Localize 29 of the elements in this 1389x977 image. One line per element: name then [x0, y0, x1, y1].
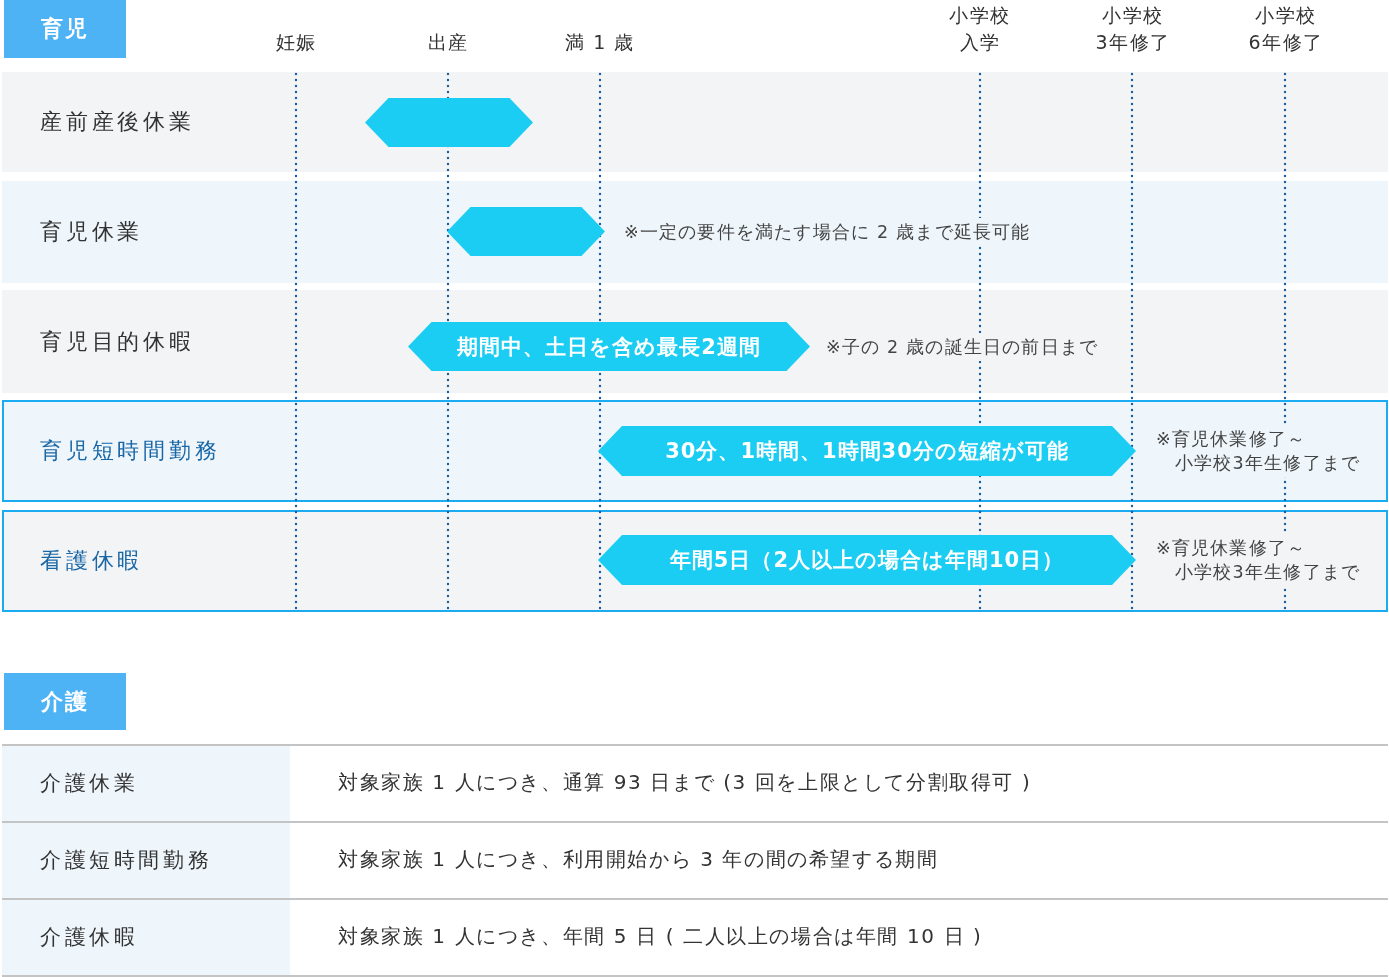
description-text: 対象家族 1 人につき、通算 93 日まで (3 回を上限として分割取得可 ) — [338, 769, 1032, 796]
column-header: 満 1 歳 — [564, 30, 636, 55]
column-header: 妊娠 — [274, 30, 318, 55]
section-header: 介護 — [4, 673, 126, 730]
period-bar: 年間5日（2人以上の場合は年間10日） — [598, 535, 1136, 585]
row-heading-cell: 介護短時間勤務 — [2, 822, 290, 898]
row-label: 育児短時間勤務 — [40, 437, 221, 465]
column-header: 小学校6年修了 — [1247, 3, 1325, 55]
column-header: 小学校入学 — [948, 3, 1012, 55]
timeline-row — [2, 510, 1388, 612]
period-bar — [447, 207, 605, 256]
timeline-row — [2, 72, 1388, 172]
row-heading-cell: 介護休暇 — [2, 899, 290, 975]
description-text: 対象家族 1 人につき、利用開始から 3 年の間の希望する期間 — [338, 846, 939, 873]
row-label: 産前産後休業 — [40, 108, 195, 136]
period-bar: 30分、1時間、1時間30分の短縮が可能 — [598, 426, 1136, 476]
row-heading-cell: 介護休業 — [2, 745, 290, 821]
row-label: 育児休業 — [40, 218, 144, 246]
column-header: 出産 — [426, 30, 470, 55]
row-label: 看護休暇 — [40, 547, 144, 575]
timeline-row — [2, 181, 1388, 283]
row-label: 育児目的休暇 — [40, 327, 195, 356]
description-text: 対象家族 1 人につき、年間 5 日 ( 二人以上の場合は年間 10 日 ) — [338, 923, 983, 950]
column-header: 小学校3年修了 — [1094, 3, 1172, 55]
timeline-row — [2, 290, 1388, 393]
section-header: 育児 — [4, 0, 126, 58]
timeline-row — [2, 400, 1388, 502]
period-bar — [365, 98, 533, 147]
period-bar: 期間中、土日を含め最長2週間 — [408, 322, 810, 371]
